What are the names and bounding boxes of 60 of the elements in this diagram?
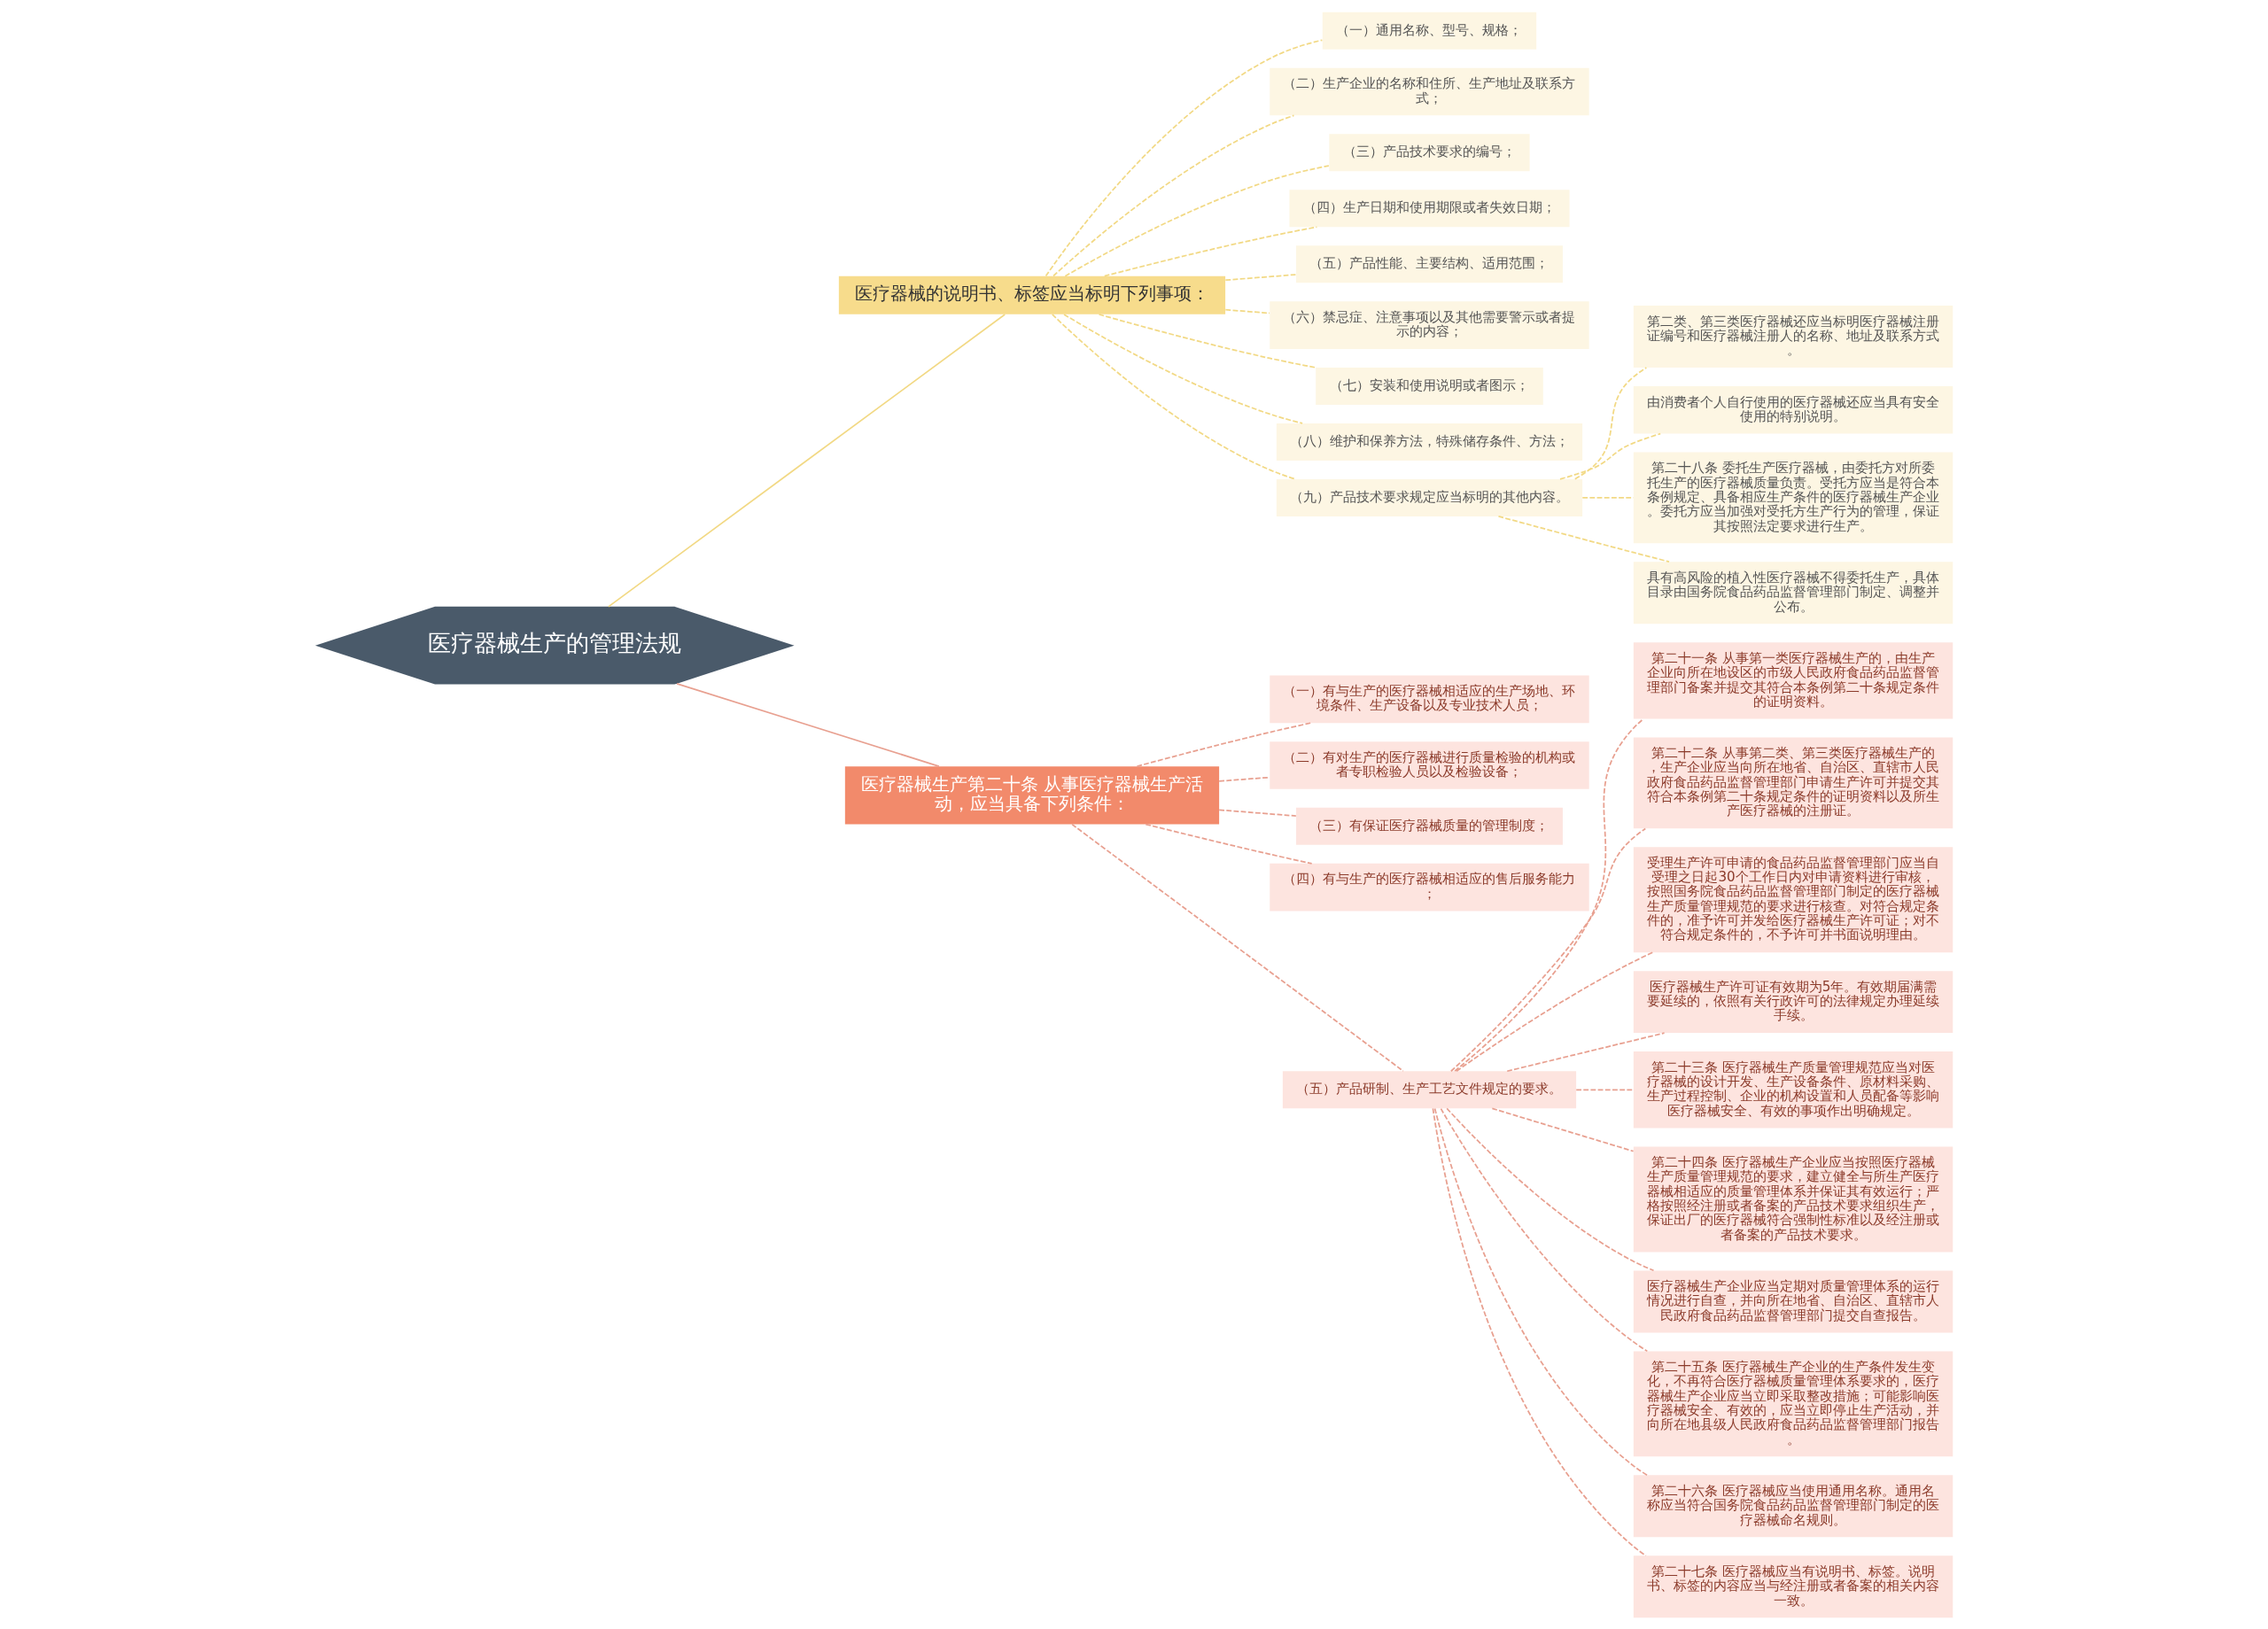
connector (1506, 1031, 1666, 1072)
connector (1440, 1107, 1649, 1352)
connector (1045, 38, 1324, 276)
connector (1051, 313, 1297, 480)
connector (1450, 827, 1647, 1072)
node-box: （一）有与生产的医疗器械相适应的生产场地、环境条件、生产设备以及专业技术人员； (1270, 675, 1589, 723)
connector (1218, 808, 1297, 817)
connector (1224, 273, 1297, 281)
connector (1064, 164, 1330, 277)
connector (1218, 776, 1270, 782)
node-box: （四）有与生产的医疗器械相适应的售后服务能力； (1270, 863, 1589, 911)
node-box: 第二类、第三类医疗器械还应当标明医疗器械注册证编号和医疗器械注册人的名称、地址及联系方式。 (1633, 305, 1953, 368)
node-box: （四）生产日期和使用期限或者失效日期； (1289, 189, 1570, 227)
connector (1145, 823, 1313, 865)
node-box: 医疗器械生产许可证有效期为5年。有效期届满需要延续的，依照有关行政许可的法律规定办理延续手续。 (1633, 970, 1953, 1033)
node-box: 医疗器械生产企业应当定期对质量管理体系的运行情况进行自查，并向所在地省、自治区、直辖市人民政府食品药品监督管理部门提交自查报告。 (1633, 1269, 1953, 1332)
connector (1559, 432, 1662, 480)
connector (1497, 515, 1670, 562)
connector (1103, 225, 1318, 277)
node-box: （七）安装和使用说明或者图示； (1316, 367, 1543, 405)
node-box: （九）产品技术要求规定应当标明的其他内容。 (1276, 478, 1583, 516)
node-box: 第二十八条 委托生产医疗器械，由委托方对所委托生产的医疗器械质量负责。受托方应当是符合本条例规定、具备相应生产条件的医疗器械生产企业。委托方应当加强对受托方生产行为的管理，保证其按照法定要求进行生产。 (1633, 452, 1953, 543)
node-box: 第二十七条 医疗器械应当有说明书、标签。说明书、标签的内容应当与经注册或者备案的相关内容一致。 (1633, 1555, 1953, 1617)
node-box: （一）通用名称、型号、规格； (1322, 12, 1537, 50)
node-box: 医疗器械生产第二十条 从事医疗器械生产活动，应当具备下列条件： (844, 765, 1220, 824)
connector (1454, 718, 1644, 1072)
node-box: 第二十一条 从事第一类医疗器械生产的，由生产企业向所在地设区的市级人民政府食品药品监督管理部门备案并提交其符合本条例第二十条规定条件的证明资料。 (1633, 641, 1953, 718)
connector (1575, 1088, 1635, 1090)
node-box: 第二十三条 医疗器械生产质量管理规范应当对医疗器械的设计开发、生产设备条件、原材料采购、生产过程控制、企业的机构设置和人员配备等影响医疗器械安全、有效的事项作出明确规定。 (1633, 1051, 1953, 1128)
node-box: （二）有对生产的医疗器械进行质量检验的机构或者专职检验人员以及检验设备； (1270, 741, 1589, 789)
connector (1224, 308, 1270, 314)
node-box: 具有高风险的植入性医疗器械不得委托生产，具体目录由国务院食品药品监督管理部门制定、调整并公布。 (1633, 561, 1953, 624)
node-box: 由消费者个人自行使用的医疗器械还应当具有安全使用的特别说明。 (1633, 385, 1953, 434)
connector (1432, 1106, 1647, 1556)
connector (1581, 496, 1635, 499)
node-box: 第二十六条 医疗器械应当使用通用名称。通用名称应当符合国务院食品药品监督管理部门制定的医疗器械命名规则。 (1633, 1474, 1953, 1537)
node-box: 第二十四条 医疗器械生产企业应当按照医疗器械生产质量管理规范的要求，建立健全与所生产医疗器械相适应的质量管理体系并保证其有效运行；严格按照经注册或者备案的产品技术要求组织生产，保证出厂的医疗器械符合强制性标准以及经注册或者备案的产品技术要求。 (1633, 1145, 1953, 1252)
connector (607, 313, 1006, 608)
connector (1573, 366, 1648, 480)
connector (1433, 1107, 1648, 1476)
node-box: （三）产品技术要求的编号； (1329, 133, 1530, 171)
connector (676, 682, 940, 767)
connector (1456, 950, 1654, 1072)
node-box: （八）维护和保养方法，特殊储存条件、方法； (1276, 423, 1583, 461)
node-box: 医疗器械的说明书、标签应当标明下列事项： (838, 275, 1226, 314)
node-box: （二）生产企业的名称和住所、生产地址及联系方式； (1270, 67, 1589, 115)
connector (1446, 1106, 1655, 1271)
node-box: （五）产品研制、生产工艺文件规定的要求。 (1282, 1070, 1577, 1108)
connector (1071, 823, 1404, 1072)
node-box: （三）有保证医疗器械质量的管理制度； (1296, 807, 1563, 845)
connector (1491, 1107, 1635, 1152)
node-box: （五）产品性能、主要结构、适用范围； (1296, 244, 1563, 283)
connector (1063, 313, 1303, 424)
connector (1098, 313, 1317, 368)
node-box: 第二十五条 医疗器械生产企业的生产条件发生变化，不再符合医疗器械质量管理体系要求的，医疗器械生产企业应当立即采取整改措施；可能影响医疗器械安全、有效的，应当立即停止生产活动，并向所在地县级人民政府食品药品监督管理部门报告。 (1633, 1350, 1953, 1456)
node-box: （六）禁忌症、注意事项以及其他需要警示或者提示的内容； (1270, 300, 1589, 349)
connector (1052, 114, 1295, 276)
node-box: 受理生产许可申请的食品药品监督管理部门应当自受理之日起30个工作日内对申请资料进行审核，按照国务院食品药品监督管理部门制定的医疗器械生产质量管理规范的要求进行核查。对符合规定条件的，准予许可并发给医疗器械生产许可证；对不符合规定条件的，不予许可并书面说明理由。 (1633, 846, 1953, 952)
node-box: 第二十二条 从事第二类、第三类医疗器械生产的，生产企业应当向所在地省、自治区、直辖市人民政府食品药品监督管理部门申请生产许可并提交其符合本条例第二十条规定条件的证明资料以及所生产医疗器械的注册证。 (1633, 737, 1953, 828)
connector (1136, 721, 1312, 767)
